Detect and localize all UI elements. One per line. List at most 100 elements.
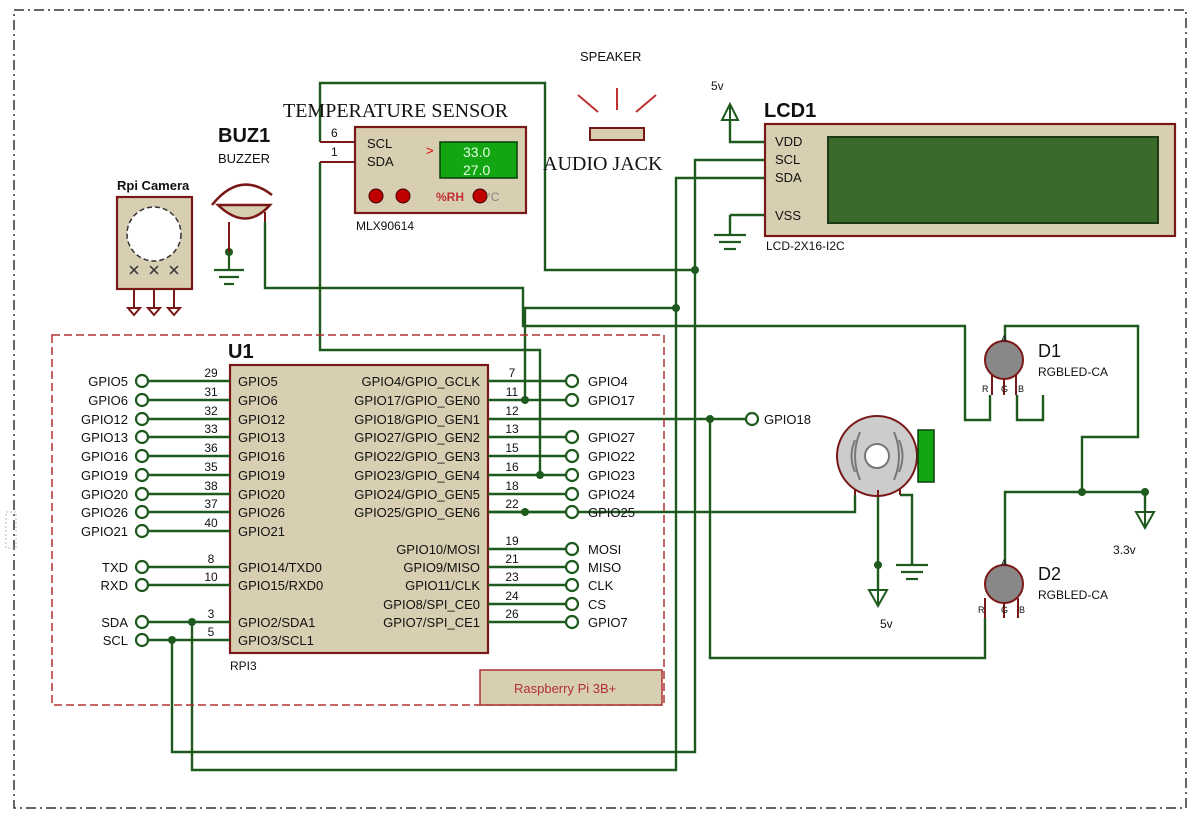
terminal-label: GPIO16: [81, 449, 128, 464]
terminal-cs[interactable]: [564, 596, 580, 612]
pin-number: 5: [208, 625, 215, 639]
pin-name: GPIO12: [238, 412, 285, 427]
lcd-display: 5v LCD1 VDD SCL SDA VSS LCD-2X16-I2C: [711, 79, 1177, 253]
pin-name: GPIO20: [238, 487, 285, 502]
lcd-pin-scl: SCL: [775, 152, 800, 167]
terminal-gpio22[interactable]: [564, 448, 580, 464]
terminal-label: GPIO23: [588, 468, 635, 483]
supply-3v3-label: 3.3v: [1113, 543, 1136, 557]
rpi-board-label: Raspberry Pi 3B+: [514, 681, 616, 696]
terminal-gpio13[interactable]: [134, 429, 150, 445]
terminal-gpio20[interactable]: [134, 486, 150, 502]
pin-name: GPIO5: [238, 374, 278, 389]
terminal-label: GPIO21: [81, 524, 128, 539]
rpi-ref: U1: [228, 341, 254, 363]
pin-number: 29: [204, 366, 218, 380]
led-d1-pin-g: G: [1001, 384, 1008, 394]
terminal-label: MOSI: [588, 542, 621, 557]
pin-number: 37: [204, 497, 218, 511]
terminal-gpio24[interactable]: [564, 486, 580, 502]
sheet-edge-marker: [5, 511, 17, 549]
temp-button-3-icon: [472, 188, 488, 204]
terminal-label: CLK: [588, 578, 614, 593]
pin-number: 22: [505, 497, 519, 511]
terminal-label: GPIO22: [588, 449, 635, 464]
temp-arrow: >: [426, 143, 434, 158]
terminal-gpio6[interactable]: [134, 392, 150, 408]
pin-name: GPIO24/GPIO_GEN5: [354, 487, 480, 502]
motor-supply-label: 5v: [880, 617, 893, 631]
camera-label: Rpi Camera: [117, 178, 190, 193]
speaker-waves-icon: [577, 88, 657, 113]
pin-number: 13: [505, 422, 519, 436]
temp-button-2-icon: [395, 188, 411, 204]
led-d2-part: RGBLED-CA: [1038, 588, 1108, 602]
temp-display: [439, 141, 518, 179]
led-d1-part: RGBLED-CA: [1038, 365, 1108, 379]
terminal-label: GPIO19: [81, 468, 128, 483]
rpi-part: RPI3: [230, 659, 257, 673]
pin-number: 36: [204, 441, 218, 455]
pin-name: GPIO14/TXD0: [238, 560, 322, 575]
pin-number: 12: [505, 404, 519, 418]
pin-name: GPIO15/RXD0: [238, 578, 323, 593]
terminal-clk[interactable]: [564, 577, 580, 593]
sheet-border: [13, 9, 1187, 809]
terminal-mosi[interactable]: [564, 541, 580, 557]
terminal-sda[interactable]: [134, 614, 150, 630]
terminal-gpio19[interactable]: [134, 467, 150, 483]
terminal-gpio25[interactable]: [564, 504, 580, 520]
pin-number: 35: [204, 460, 218, 474]
temp-pin-sda-name: SDA: [367, 154, 394, 169]
terminal-gpio21[interactable]: [134, 523, 150, 539]
terminal-label: GPIO7: [588, 615, 628, 630]
supply-3v3: 3.3v: [1113, 511, 1156, 557]
pin-name: GPIO4/GPIO_GCLK: [362, 374, 481, 389]
terminal-gpio7[interactable]: [564, 614, 580, 630]
terminal-gpio17[interactable]: [564, 392, 580, 408]
terminal-label: TXD: [102, 560, 128, 575]
buzzer-ref: BUZ1: [218, 125, 270, 147]
terminal-gpio5[interactable]: [134, 373, 150, 389]
rpi-subcircuit-border: [51, 334, 665, 706]
terminal-gpio27[interactable]: [564, 429, 580, 445]
pin-name: GPIO3/SCL1: [238, 633, 314, 648]
terminal-gpio26[interactable]: [134, 504, 150, 520]
pin-number: 19: [505, 534, 519, 548]
pin-number: 24: [505, 589, 519, 603]
terminal-gpio16[interactable]: [134, 448, 150, 464]
motor-ground-icon: [896, 563, 928, 581]
terminal-gpio4[interactable]: [564, 373, 580, 389]
lcd-pin-sda: SDA: [775, 170, 802, 185]
terminal-gpio12[interactable]: [134, 411, 150, 427]
pin-name: GPIO21: [238, 524, 285, 539]
pin-name: GPIO16: [238, 449, 285, 464]
terminal-label: SCL: [103, 633, 128, 648]
terminal-txd[interactable]: [134, 559, 150, 575]
pin-number: 40: [204, 516, 218, 530]
pin-number: 32: [204, 404, 218, 418]
terminal-scl[interactable]: [134, 632, 150, 648]
temp-button-1-icon: [368, 188, 384, 204]
pin-number: 8: [208, 552, 215, 566]
led-d2-pin-r: R: [978, 605, 985, 615]
terminal-rxd[interactable]: [134, 577, 150, 593]
pin-number: 23: [505, 570, 519, 584]
lcd-ref: LCD1: [764, 100, 816, 122]
terminal-gpio23[interactable]: [564, 467, 580, 483]
pin-name: GPIO10/MOSI: [396, 542, 480, 557]
terminal-miso[interactable]: [564, 559, 580, 575]
pin-number: 10: [204, 570, 218, 584]
speaker-label: SPEAKER: [580, 49, 641, 64]
junctions: [168, 248, 1149, 644]
led-d1-pin-r: R: [982, 384, 989, 394]
